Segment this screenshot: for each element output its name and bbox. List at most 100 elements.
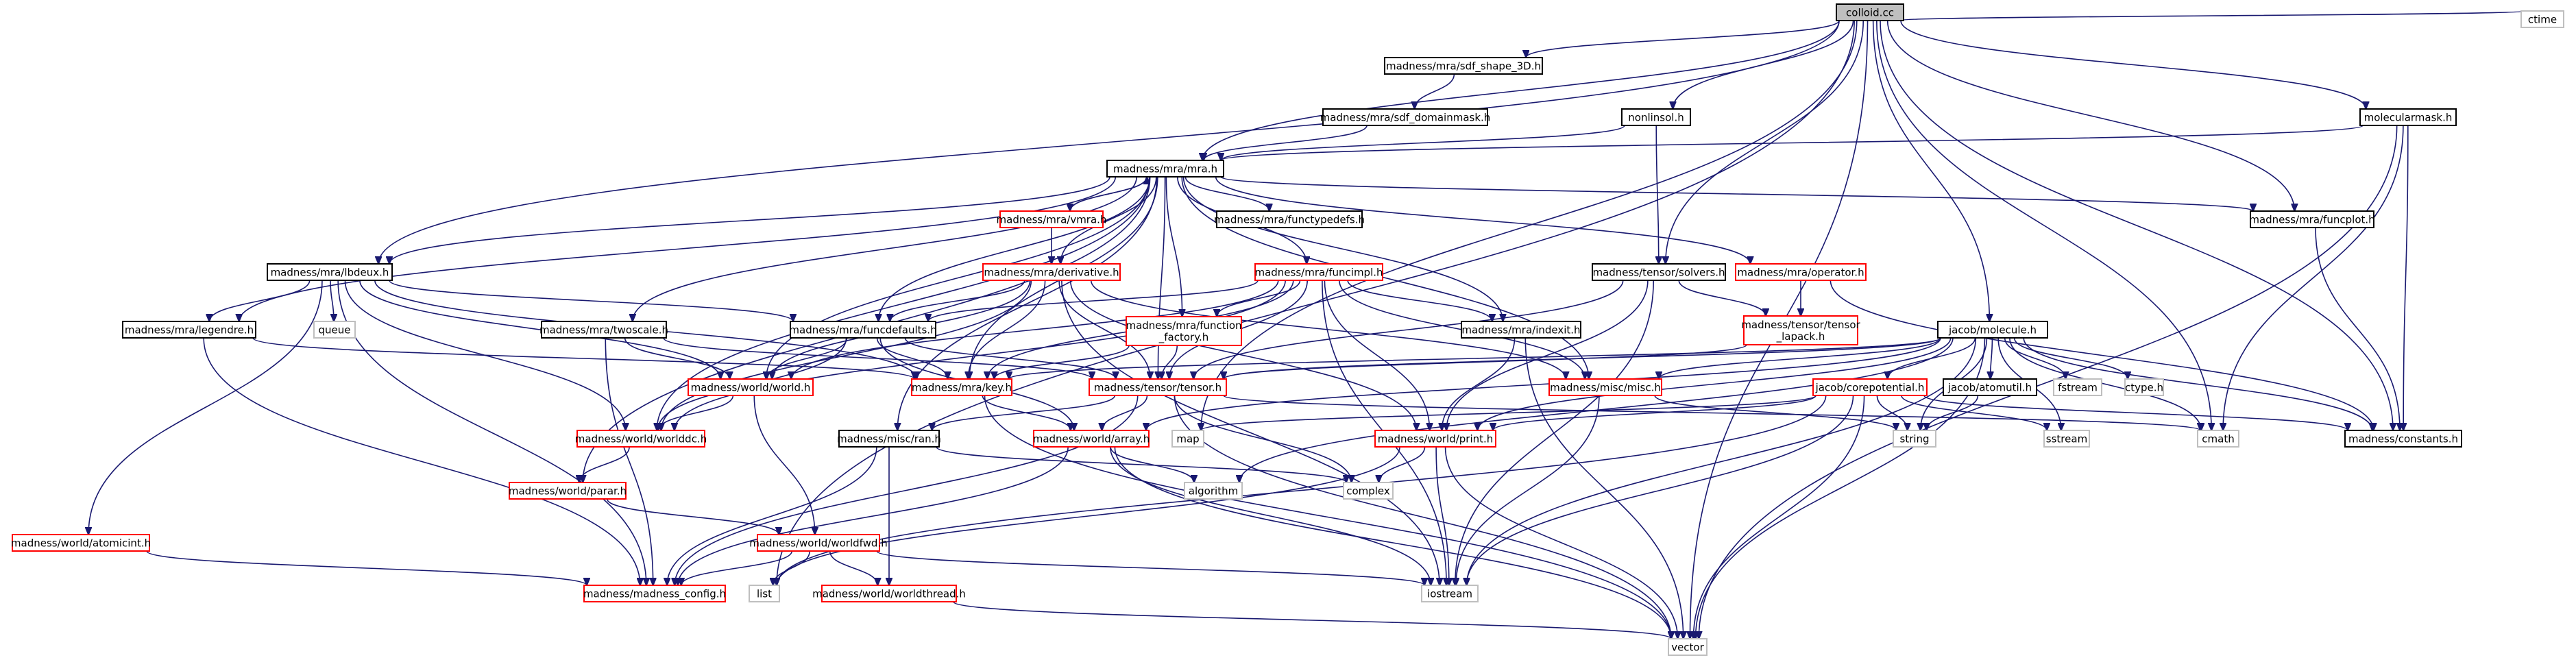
- node-array[interactable]: madness/world/array.h: [1033, 430, 1150, 448]
- node-legendre[interactable]: madness/mra/legendre.h: [122, 321, 256, 339]
- edge-corepotential-to-iostream: [1466, 395, 1854, 585]
- edge-lbdeux-to-world: [359, 280, 720, 379]
- node-twoscale[interactable]: madness/mra/twoscale.h: [539, 321, 668, 339]
- node-sdf_shape[interactable]: madness/mra/sdf_shape_3D.h: [1384, 57, 1543, 75]
- node-box-list: [749, 585, 780, 602]
- node-label-atomutil: jacob/atomutil.h: [1947, 382, 2032, 394]
- node-print[interactable]: madness/world/print.h: [1374, 430, 1496, 448]
- node-molecule[interactable]: jacob/molecule.h: [1937, 321, 2048, 339]
- node-label-complex: complex: [1346, 485, 1390, 498]
- edge-tensor-to-complex: [1174, 395, 1351, 482]
- node-box-solvers: [1592, 263, 1726, 281]
- node-box-indexit: [1461, 321, 1581, 339]
- node-madness_config[interactable]: madness/madness_config.h: [583, 585, 726, 602]
- node-molecularmask[interactable]: molecularmask.h: [2359, 108, 2457, 126]
- node-map: map: [1171, 430, 1204, 448]
- node-worlddc[interactable]: madness/world/worlddc.h: [575, 430, 707, 448]
- node-atomicint[interactable]: madness/world/atomicint.h: [11, 534, 151, 552]
- node-box-functypedefs: [1216, 210, 1363, 228]
- node-label-sdf_domainmask: madness/mra/sdf_domainmask.h: [1320, 112, 1491, 125]
- node-atomutil[interactable]: jacob/atomutil.h: [1943, 378, 2037, 396]
- node-world[interactable]: madness/world/world.h: [688, 378, 814, 396]
- edge-funcimpl-to-indexit: [1347, 280, 1492, 321]
- node-misc[interactable]: madness/misc/misc.h: [1548, 378, 1662, 396]
- node-worldthread[interactable]: madness/world/worldthread.h: [812, 585, 966, 602]
- node-vector: vector: [1668, 638, 1708, 656]
- edge-mra-to-derivative: [1060, 176, 1157, 264]
- edge-molecularmask-to-mra: [1221, 125, 2364, 160]
- edge-function_factory-to-tensor: [1162, 345, 1178, 379]
- node-corepotential[interactable]: jacob/corepotential.h: [1812, 378, 1928, 396]
- edge-molecule-to-key: [1009, 337, 1941, 379]
- edge-molecule-to-misc: [1659, 337, 1941, 379]
- node-box-function_factory: [1126, 316, 1242, 346]
- edge-colloid-to-molecularmask: [1900, 20, 2366, 109]
- edge-mra-to-twoscale: [633, 176, 1137, 321]
- node-label-colloid: colloid.cc: [1846, 7, 1894, 19]
- node-solvers[interactable]: madness/tensor/solvers.h: [1592, 263, 1726, 281]
- edge-solvers-to-tensor: [1193, 280, 1624, 379]
- edge-colloid-to-constants: [1880, 20, 2393, 430]
- node-constants[interactable]: madness/constants.h: [2344, 430, 2462, 448]
- node-key[interactable]: madness/mra/key.h: [911, 378, 1012, 396]
- edge-world-to-worldfwd: [753, 395, 815, 535]
- node-funcimpl[interactable]: madness/mra/funcimpl.h: [1254, 263, 1383, 281]
- node-nonlinsol[interactable]: nonlinsol.h: [1621, 108, 1691, 126]
- edge-twoscale-to-madness_config: [605, 337, 653, 585]
- node-indexit[interactable]: madness/mra/indexit.h: [1461, 321, 1581, 339]
- node-vmra[interactable]: madness/mra/vmra.h: [997, 210, 1107, 228]
- node-derivative[interactable]: madness/mra/derivative.h: [982, 263, 1121, 281]
- edge-corepotential-to-map: [1201, 395, 1816, 430]
- node-cmath: cmath: [2197, 430, 2239, 448]
- edge-world-to-worlddc: [659, 395, 734, 430]
- node-label-ctime: ctime: [2528, 14, 2557, 26]
- edge-funcimpl-to-print: [1324, 280, 1429, 430]
- edge-molecularmask-to-cmath: [2223, 125, 2404, 430]
- node-label-funcdefaults: madness/mra/funcdefaults.h: [789, 324, 936, 337]
- node-label-vmra: madness/mra/vmra.h: [997, 214, 1107, 226]
- node-ran[interactable]: madness/misc/ran.h: [837, 430, 941, 448]
- edge-colloid-to-mra: [1202, 20, 1840, 160]
- node-function_factory[interactable]: madness/mra/function_factory.h: [1126, 316, 1242, 346]
- edge-derivative-to-print: [1069, 280, 1417, 430]
- edge-colloid-to-solvers: [1666, 20, 1864, 264]
- node-complex: complex: [1343, 482, 1394, 500]
- edge-nonlinsol-to-solvers: [1656, 125, 1659, 264]
- node-box-complex: [1343, 482, 1394, 500]
- node-box-molecule: [1937, 321, 2048, 339]
- node-box-constants: [2344, 430, 2462, 448]
- node-funcplot[interactable]: madness/mra/funcplot.h: [2249, 210, 2375, 228]
- node-mra[interactable]: madness/mra/mra.h: [1106, 160, 1224, 178]
- node-box-map: [1171, 430, 1204, 448]
- node-tensor[interactable]: madness/tensor/tensor.h: [1089, 378, 1227, 396]
- node-label-ctype: ctype.h: [2125, 382, 2163, 394]
- edge-legendre-to-madness_config: [203, 337, 640, 585]
- node-box-queue: [313, 321, 356, 339]
- node-sdf_domainmask[interactable]: madness/mra/sdf_domainmask.h: [1320, 108, 1491, 126]
- node-operator[interactable]: madness/mra/operator.h: [1735, 263, 1867, 281]
- node-functypedefs[interactable]: madness/mra/functypedefs.h: [1214, 210, 1365, 228]
- node-label-misc: madness/misc/misc.h: [1550, 382, 1661, 394]
- node-lbdeux[interactable]: madness/mra/lbdeux.h: [267, 263, 393, 281]
- edge-funcdefaults-to-tensor: [904, 337, 1115, 379]
- node-label-key: madness/mra/key.h: [912, 382, 1012, 394]
- edge-nonlinsol-to-mra: [1221, 125, 1625, 160]
- edge-function_factory-to-key: [994, 345, 1130, 379]
- edge-key-to-vector: [984, 395, 1671, 639]
- edge-twoscale-to-tensor: [663, 337, 1092, 379]
- edge-molecule-to-cmath: [2009, 337, 2201, 430]
- edge-twoscale-to-world: [624, 337, 730, 379]
- edge-colloid-to-cmath: [1876, 20, 2211, 430]
- node-box-operator: [1735, 263, 1867, 281]
- node-worldfwd[interactable]: madness/world/worldfwd.h: [749, 534, 888, 552]
- edge-molecule-to-tensor: [1224, 337, 1941, 379]
- node-funcdefaults[interactable]: madness/mra/funcdefaults.h: [789, 321, 937, 339]
- edge-atomicint-to-madness_config: [146, 550, 587, 585]
- edge-array-to-algorithm: [1110, 446, 1194, 482]
- node-tensor_lapack[interactable]: madness/tensor/tensor_lapack.h: [1741, 315, 1861, 345]
- edge-lbdeux-to-legendre: [209, 280, 311, 321]
- edge-mra-to-funcdefaults: [879, 176, 1151, 321]
- node-parar[interactable]: madness/world/parar.h: [509, 482, 627, 500]
- node-box-mra: [1106, 160, 1224, 178]
- node-box-worldfwd: [757, 534, 880, 552]
